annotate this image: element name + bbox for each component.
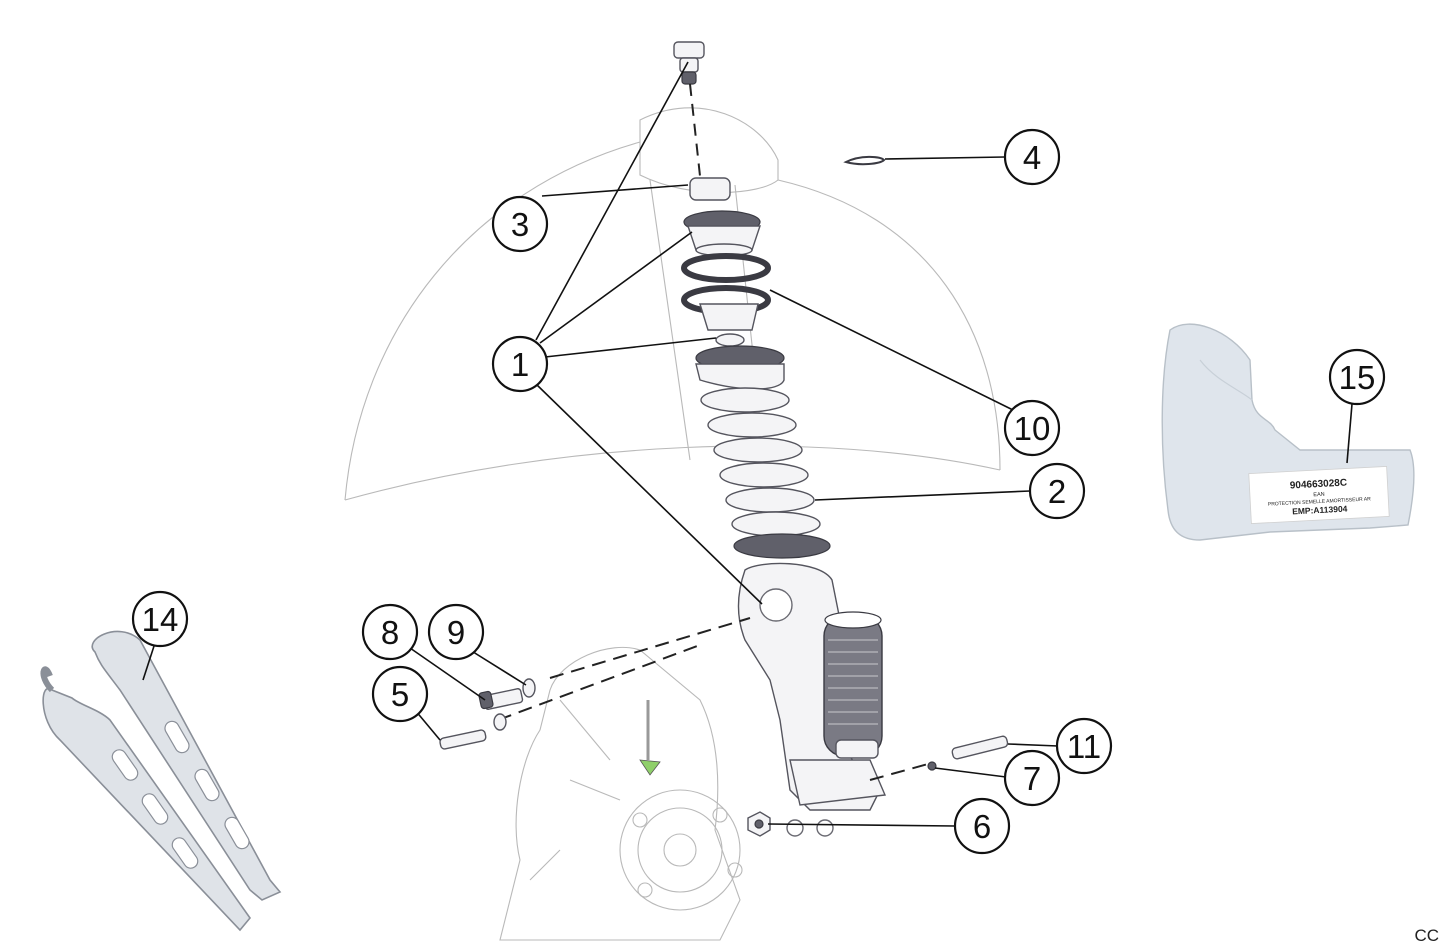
callout-6-label: 6 [973, 808, 991, 845]
callout-8-label: 8 [381, 614, 399, 651]
wheel-hub-upright [499, 646, 743, 941]
product-label [1248, 466, 1390, 524]
callout-4-label: 4 [1023, 139, 1041, 176]
spacer-rings [681, 253, 771, 347]
bolt-5 [439, 713, 507, 750]
callout-9-label: 9 [447, 614, 465, 651]
callout-15: 15 [1328, 348, 1386, 406]
callout-5: 5 [371, 665, 429, 723]
wheel-arch-outline [344, 107, 1001, 501]
product-label-ean: EAN [1313, 492, 1325, 499]
callout-11-label: 11 [1067, 728, 1101, 765]
bolt-path-upper [549, 617, 751, 679]
coil-spring [695, 345, 831, 559]
washer-7 [927, 761, 937, 771]
retaining-clip [843, 155, 886, 166]
callout-11: 11 [1055, 717, 1113, 775]
callout-6: 6 [953, 797, 1011, 855]
callout-15-label: 15 [1339, 359, 1376, 396]
callout-7-label: 7 [1023, 760, 1041, 797]
callout-4: 4 [1003, 128, 1061, 186]
bolt-path-right [869, 763, 929, 781]
callout-3-label: 3 [511, 206, 529, 243]
reservoir [823, 611, 883, 759]
bushing [689, 177, 731, 201]
leader-lines [142, 61, 1353, 827]
product-label-description: PROTECTION SEMELLE AMORTISSEUR AR [1268, 496, 1372, 507]
callout-1-label: 1 [511, 346, 529, 383]
product-label-part-number: 904663028C [1290, 478, 1348, 492]
top-mount-nut [673, 41, 705, 177]
callout-2: 2 [1028, 462, 1086, 520]
nut-6 [747, 811, 771, 837]
upper-spring-seat [683, 210, 761, 257]
callout-9: 9 [427, 603, 485, 661]
callout-14: 14 [131, 590, 189, 648]
washer-9 [522, 678, 536, 698]
callout-10: 10 [1003, 399, 1061, 457]
callout-8: 8 [361, 603, 419, 661]
bolt-path-lower [497, 644, 701, 721]
damper-protector-part: 904663028C EAN PROTECTION SEMELLE AMORTI… [1161, 323, 1415, 541]
spanner-wrenches [40, 630, 282, 932]
bolt-8 [478, 688, 524, 710]
callout-2-label: 2 [1048, 473, 1066, 510]
corner-code: CC [1414, 926, 1439, 945]
callout-7: 7 [1003, 749, 1061, 807]
callout-1: 1 [491, 335, 549, 393]
callout-5-label: 5 [391, 676, 409, 713]
bolt-11 [951, 735, 1009, 760]
callout-14-label: 14 [142, 601, 179, 638]
product-label-location: EMP:A113904 [1292, 504, 1348, 517]
callout-10-label: 10 [1014, 410, 1051, 447]
callout-3: 3 [491, 195, 549, 253]
